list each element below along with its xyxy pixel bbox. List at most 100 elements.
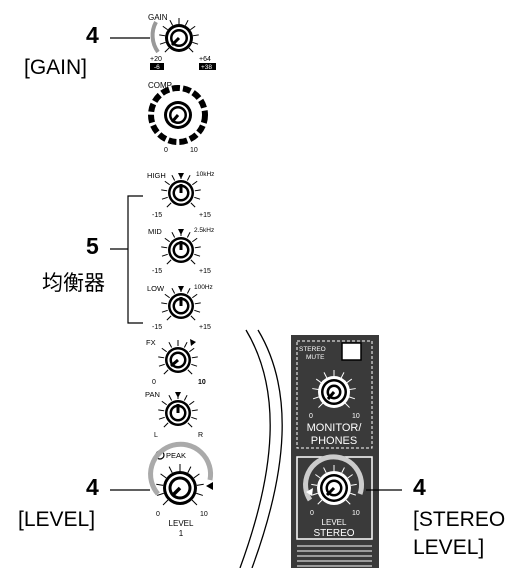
knob-tick bbox=[323, 372, 328, 379]
knob-tick bbox=[347, 474, 353, 479]
low-knob[interactable] bbox=[161, 286, 201, 321]
monitor-frame bbox=[296, 340, 373, 449]
mid-knob[interactable] bbox=[161, 230, 201, 265]
knob-tick bbox=[348, 396, 356, 400]
knob-tick bbox=[171, 287, 176, 294]
knob-tick bbox=[187, 369, 193, 375]
gain-knob[interactable] bbox=[159, 18, 199, 53]
knob-tick bbox=[166, 259, 172, 265]
stereo-mute-line2: MUTE bbox=[306, 354, 325, 361]
knob-scale-ticks bbox=[312, 370, 356, 408]
low-title: LOW bbox=[147, 284, 165, 293]
stereo-level-min: 0 bbox=[310, 510, 314, 517]
knob-tick bbox=[194, 302, 201, 305]
channel-level-knob[interactable] bbox=[156, 464, 204, 506]
knob-tick bbox=[188, 47, 194, 53]
knob-tick bbox=[317, 499, 323, 505]
knob-scale-ticks bbox=[158, 340, 198, 375]
pan-knob[interactable] bbox=[158, 393, 198, 428]
knob-tick bbox=[194, 253, 201, 257]
knob-tick bbox=[191, 416, 198, 420]
low-min: -15 bbox=[152, 324, 162, 331]
stereo-level-callout-number: 4 bbox=[413, 474, 426, 500]
level-min: 0 bbox=[156, 511, 160, 518]
knob-tick bbox=[340, 372, 345, 379]
knob-tick bbox=[161, 196, 168, 200]
high-max: +15 bbox=[199, 212, 211, 219]
gain-min-bottom-box bbox=[150, 63, 164, 70]
gain-callout-label: [GAIN] bbox=[24, 56, 88, 79]
knob-scale-ticks bbox=[159, 18, 199, 53]
monitor-phones-knob[interactable] bbox=[312, 370, 356, 408]
break-line-right bbox=[251, 329, 283, 568]
knob-tick bbox=[194, 196, 201, 200]
level-label: LEVEL bbox=[169, 519, 194, 528]
knob-tick bbox=[323, 467, 327, 474]
knob-scale-ticks bbox=[161, 230, 201, 265]
master-fader-lines bbox=[297, 545, 372, 567]
knob-tick bbox=[184, 19, 189, 26]
eq-callout-number: 5 bbox=[86, 233, 99, 259]
level-callout-number: 4 bbox=[86, 474, 99, 500]
knob-tick bbox=[168, 394, 173, 401]
knob-tick bbox=[186, 174, 191, 181]
level-arc bbox=[148, 441, 214, 496]
knob-tick bbox=[160, 473, 167, 479]
knob-tick bbox=[196, 483, 204, 486]
fx-marker bbox=[190, 339, 196, 346]
pan-min: L bbox=[154, 432, 158, 439]
monitor-max: 10 bbox=[352, 413, 360, 420]
mid-freq: 2.5kHz bbox=[194, 227, 214, 234]
knob-tick bbox=[190, 25, 196, 31]
level-unity-marker bbox=[206, 482, 213, 490]
knob-tick bbox=[348, 388, 356, 391]
knob-tick bbox=[311, 492, 318, 496]
knob-tick bbox=[161, 253, 168, 257]
comp-knob[interactable] bbox=[148, 85, 208, 145]
knob-tick bbox=[350, 483, 357, 486]
knob-tick bbox=[192, 34, 199, 37]
knob-tick bbox=[186, 287, 191, 294]
level-callout-label: [LEVEL] bbox=[18, 508, 96, 531]
gain-min-top: +20 bbox=[150, 56, 162, 63]
low-max: +15 bbox=[199, 324, 211, 331]
knob-tick bbox=[312, 396, 320, 400]
stereo-level-label: LEVEL bbox=[322, 518, 347, 527]
knob-tick bbox=[171, 174, 176, 181]
pan-max: R bbox=[198, 432, 203, 439]
level-max: 10 bbox=[200, 511, 208, 518]
fx-knob[interactable] bbox=[158, 340, 198, 375]
knob-scale-ticks bbox=[161, 173, 201, 208]
knob-tick bbox=[194, 309, 201, 313]
stereo-level-knob[interactable] bbox=[311, 465, 357, 505]
knob-tick bbox=[341, 467, 345, 474]
knob-tick bbox=[315, 378, 323, 384]
eq-callout-label: 均衡器 bbox=[42, 272, 105, 295]
knob-tick bbox=[190, 259, 196, 265]
stereo-mute-line1: STEREO bbox=[299, 346, 326, 353]
knob-tick bbox=[158, 416, 165, 420]
knob-tick bbox=[192, 41, 199, 45]
knob-tick bbox=[191, 356, 198, 359]
eq-bracket bbox=[127, 195, 143, 324]
knob-tick bbox=[158, 356, 165, 359]
stereo-mute-button[interactable] bbox=[341, 342, 362, 361]
monitor-label-line2: PHONES bbox=[311, 435, 357, 447]
knob-tick bbox=[159, 41, 166, 45]
knob-scale-ticks bbox=[158, 393, 198, 428]
stereo-level-max: 10 bbox=[352, 510, 360, 517]
knob-tick bbox=[166, 315, 172, 321]
high-knob[interactable] bbox=[161, 173, 201, 208]
monitor-label-line1: MONITOR/ bbox=[307, 422, 363, 434]
knob-tick bbox=[196, 492, 203, 496]
knob-tick bbox=[192, 237, 198, 243]
knob-tick bbox=[183, 394, 188, 401]
knob-tick bbox=[162, 25, 168, 31]
stereo-label: STEREO bbox=[313, 528, 354, 539]
knob-tick bbox=[190, 202, 196, 208]
gain-title: GAIN bbox=[148, 13, 168, 22]
fx-min: 0 bbox=[152, 379, 156, 386]
knob-tick bbox=[191, 499, 198, 506]
knob-tick bbox=[161, 246, 168, 249]
